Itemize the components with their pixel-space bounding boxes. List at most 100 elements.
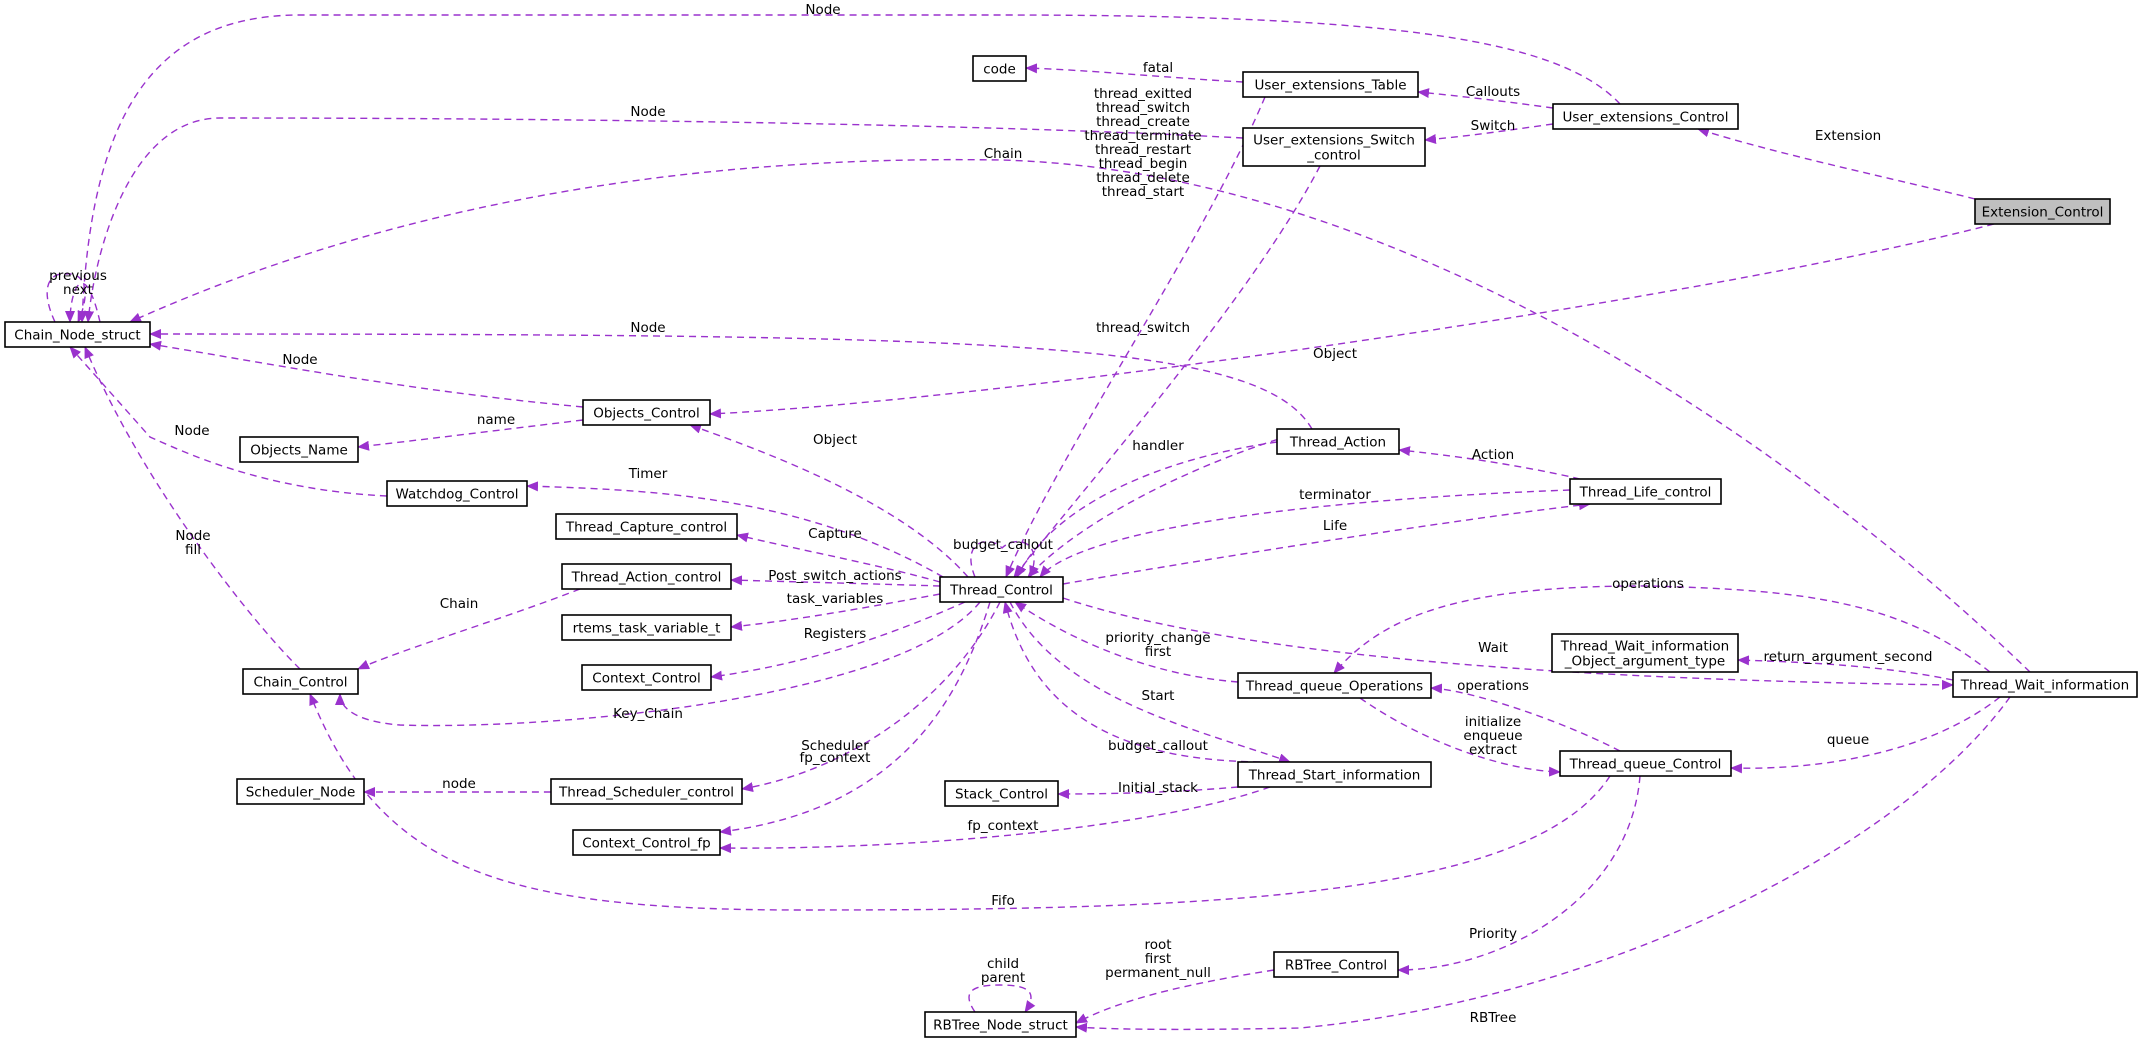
- node-thread-scheduler-control[interactable]: Thread_Scheduler_control: [550, 778, 743, 805]
- node-thread-action-control[interactable]: Thread_Action_control: [561, 563, 732, 590]
- edge-label-task-variables: task_variables: [787, 591, 884, 607]
- node-extension-control[interactable]: Extension_Control: [1974, 198, 2111, 225]
- node-user-extensions-control[interactable]: User_extensions_Control: [1552, 103, 1739, 130]
- edge-line: [1430, 683, 1621, 752]
- edge-line: [309, 693, 1611, 911]
- node-box: [561, 563, 732, 590]
- edge-node-watchdog: [69, 346, 388, 497]
- edge-initial-stack: [1057, 786, 1239, 799]
- node-context-control-fp[interactable]: Context_Control_fp: [572, 829, 721, 856]
- edge-line: [730, 593, 941, 631]
- edge-return-argument-second: [1737, 655, 1954, 681]
- node-box: [1276, 428, 1400, 455]
- edge-line: [970, 540, 1039, 578]
- edge-capture: [736, 532, 941, 583]
- edge-line: [719, 601, 991, 836]
- edge-label-fp-context-thread: fp_context: [800, 750, 871, 766]
- edge-line: [1397, 775, 1641, 975]
- edge-label-wait: Wait: [1478, 640, 1508, 656]
- node-thread-queue-operations[interactable]: Thread_queue_Operations: [1237, 672, 1432, 699]
- edge-line: [77, 14, 1621, 323]
- edge-line: [1333, 585, 1991, 674]
- edge-label-operations-queue: operations: [1457, 678, 1529, 694]
- edge-line: [84, 117, 1244, 323]
- edge-label-budget-callout-start: budget_callout: [1108, 738, 1208, 754]
- node-label: code: [983, 62, 1016, 78]
- edge-node-switch: [84, 117, 1244, 323]
- node-thread-start-information[interactable]: Thread_Start_information: [1237, 761, 1432, 788]
- node-label: Thread_Control: [949, 583, 1053, 599]
- node-user-extensions-switch-control[interactable]: User_extensions_Switch_control: [1242, 127, 1426, 167]
- node-thread-wait-information-object-argument-type[interactable]: Thread_Wait_information_Object_argument_…: [1551, 633, 1739, 673]
- edge-label-switch: Switch: [1471, 118, 1516, 134]
- node-rbtree-control[interactable]: RBTree_Control: [1273, 951, 1399, 978]
- edge-initialize-enqueue-extract: [1359, 697, 1561, 777]
- edge-line: [149, 340, 584, 408]
- node-box: [555, 513, 738, 540]
- edge-label-life: Life: [1323, 518, 1347, 534]
- node-label: RBTree_Node_struct: [933, 1018, 1068, 1034]
- node-thread-capture-control[interactable]: Thread_Capture_control: [555, 513, 738, 540]
- node-label: Context_Control_fp: [582, 836, 711, 852]
- node-box: [242, 668, 359, 695]
- node-label: Objects_Name: [250, 443, 348, 459]
- node-label: Extension_Control: [1982, 205, 2104, 221]
- edge-line: [1424, 123, 1554, 145]
- node-thread-action[interactable]: Thread_Action: [1276, 428, 1400, 455]
- edge-object-thread: [689, 423, 969, 578]
- node-box: [386, 480, 528, 507]
- node-objects-control[interactable]: Objects_Control: [582, 399, 711, 426]
- node-box: [582, 399, 711, 426]
- edge-fp-context-thread: [719, 601, 991, 836]
- node-thread-wait-information[interactable]: Thread_Wait_information: [1952, 671, 2138, 698]
- edge-label-handler: handler: [1132, 438, 1184, 454]
- edge-life: [1062, 500, 1591, 585]
- edge-line: [1737, 655, 1954, 681]
- edge-label-fp-context-start: fp_context: [968, 818, 1039, 834]
- node-objects-name[interactable]: Objects_Name: [239, 436, 359, 463]
- node-user-extensions-table[interactable]: User_extensions_Table: [1242, 71, 1419, 98]
- node-chain-node-struct[interactable]: Chain_Node_struct: [4, 321, 151, 348]
- edge-line: [1417, 88, 1554, 109]
- node-box: [1237, 761, 1432, 788]
- edge-label-key-chain: Key_Chain: [613, 706, 683, 722]
- edge-line: [69, 346, 388, 497]
- edge-scheduler: [741, 601, 1001, 793]
- node-box: [1237, 672, 1432, 699]
- node-box: [550, 778, 743, 805]
- edge-budget-callout-start: [1002, 601, 1261, 763]
- edge-line: [1027, 428, 1313, 578]
- edge-callouts: [1417, 88, 1554, 109]
- edge-label-post-switch-actions: Post_switch_actions: [768, 568, 901, 584]
- edge-label-thread-switch: thread_switch: [1096, 320, 1190, 336]
- diagram-edge-labels: NodefatalCalloutsSwitchExtensionNodethre…: [49, 2, 1932, 1026]
- node-stack-control[interactable]: Stack_Control: [944, 780, 1059, 807]
- node-label: Thread_queue_Operations: [1245, 679, 1423, 695]
- node-rbtree-node-struct[interactable]: RBTree_Node_struct: [924, 1011, 1077, 1038]
- node-watchdog-control[interactable]: Watchdog_Control: [386, 480, 528, 507]
- edge-line: [736, 532, 941, 583]
- edge-line: [968, 984, 1036, 1013]
- node-thread-life-control[interactable]: Thread_Life_control: [1569, 478, 1722, 505]
- diagram-nodes: Extension_Control User_extensions_Control…: [4, 55, 2138, 1038]
- node-scheduler-node[interactable]: Scheduler_Node: [236, 778, 365, 805]
- edge-rbtree: [1075, 696, 2011, 1033]
- edge-line: [1075, 696, 2011, 1033]
- node-code[interactable]: code: [972, 55, 1027, 82]
- node-thread-control[interactable]: Thread_Control: [939, 576, 1064, 603]
- edge-handler: [1016, 441, 1278, 578]
- node-thread-queue-control[interactable]: Thread_queue_Control: [1559, 750, 1732, 777]
- edge-line: [719, 786, 1271, 854]
- node-label: Scheduler_Node: [246, 785, 356, 801]
- node-rtems-task-variable-t[interactable]: rtems_task_variable_t: [561, 614, 732, 641]
- node-label: Thread_Start_information: [1248, 768, 1421, 784]
- edge-line: [357, 419, 584, 451]
- node-chain-control[interactable]: Chain_Control: [242, 668, 359, 695]
- node-context-control[interactable]: Context_Control: [581, 664, 712, 691]
- edge-line: [689, 423, 969, 578]
- node-box: [1952, 671, 2138, 698]
- edge-label-node-scheduler: node: [442, 776, 476, 792]
